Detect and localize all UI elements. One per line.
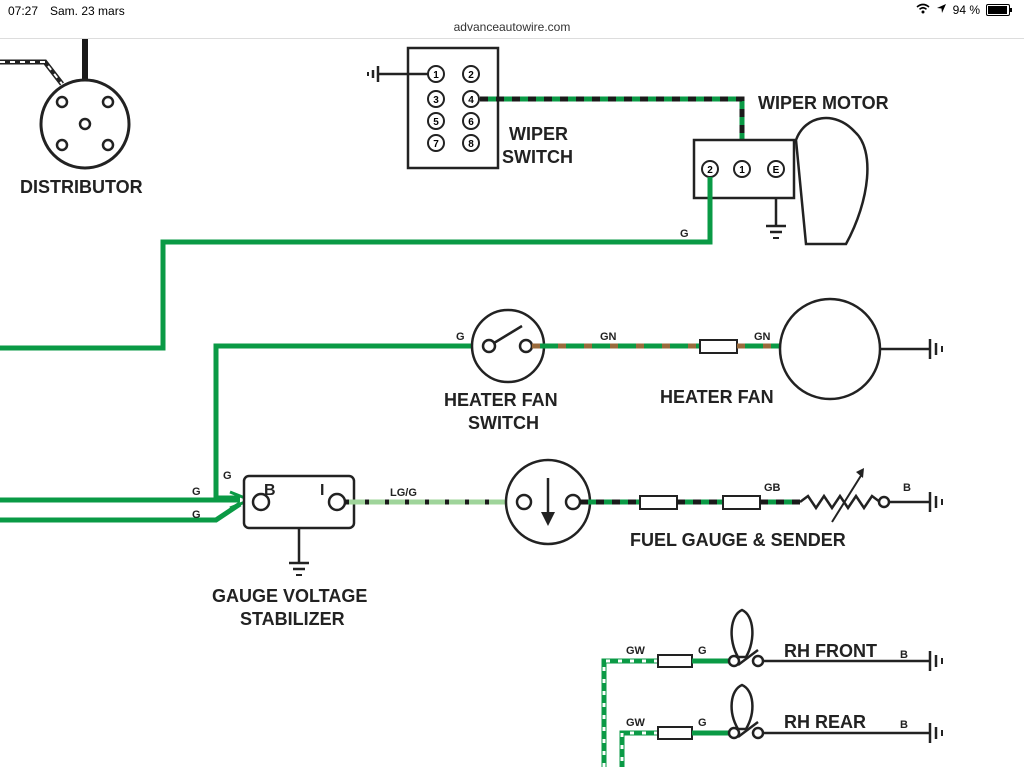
battery-icon [986,4,1012,16]
wire-label-rear-b: B [900,719,908,731]
rh-rear-label: RH REAR [784,712,866,732]
wire-label-lg-g: LG/G [390,487,417,499]
heater-fan-switch-label-2: SWITCH [468,413,539,433]
url-bar[interactable]: advanceautowire.com [0,18,1024,39]
status-time: 07:27 [8,4,39,18]
wire-label-gb: GB [764,482,781,494]
status-date: Sam. 23 mars [50,4,125,18]
wiper-motor-pin-e: E [773,165,780,176]
status-right: 94 % [916,3,1012,17]
wiper-switch: 1 2 3 4 5 6 7 8 WIPER SWITCH [367,46,573,170]
wire-label-front-b: B [900,649,908,661]
distributor-label: DISTRIBUTOR [20,177,143,197]
status-bar: 07:27 Sam. 23 mars 94 % [0,0,1024,22]
stabilizer-terminal-i: I [320,482,324,499]
wire-label-wiper-g: G [680,228,689,240]
location-icon [936,3,947,17]
stabilizer-terminal-b: B [264,482,276,499]
wiper-switch-pin-8: 8 [468,139,474,150]
wiper-switch-pin-6: 6 [468,117,474,128]
wiper-motor-pin-1: 1 [739,165,745,176]
wire-label-front-g: G [698,645,707,657]
heater-fan-switch: G HEATER FAN SWITCH [213,308,558,498]
wifi-icon [916,3,930,17]
wire-label-rear-gw: GW [626,717,646,729]
wiper-switch-pin-5: 5 [433,117,439,128]
wiper-switch-label-2: SWITCH [502,147,573,167]
wire-wiper-motor-g: G [0,177,713,351]
fuel-gauge-sender: GB B FUEL GAUGE & SENDER [504,458,943,550]
wiper-switch-pin-2: 2 [468,70,474,81]
wire-label-stab-g-1: G [192,486,201,498]
wiper-switch-label-1: WIPER [509,124,568,144]
distributor: DISTRIBUTOR [0,39,143,197]
heater-fan: HEATER FAN [660,297,943,407]
wire-heater-gn: GN GN [532,331,782,354]
wiper-switch-pin-1: 1 [433,70,439,81]
url-text: advanceautowire.com [453,20,571,34]
wire-label-stab-g-2: G [192,509,201,521]
wiper-switch-pins: 1 2 3 4 5 6 7 8 [427,65,480,152]
wire-label-heater-gn-1: GN [600,331,617,343]
wire-label-heater-switch-g: G [456,331,465,343]
rh-rear: GW G RH REAR B [619,683,943,767]
wiring-diagram: DISTRIBUTOR 1 2 3 4 5 6 7 8 WIPER SWITCH [0,39,943,767]
gauge-voltage-stabilizer: G G G B I GAUGE VOLTAGE STABILIZER [0,470,367,629]
fuel-gauge-label: FUEL GAUGE & SENDER [630,530,846,550]
wire-label-fuel-b: B [903,482,911,494]
heater-fan-switch-label-1: HEATER FAN [444,390,558,410]
battery-percent: 94 % [952,3,980,17]
wire-label-rear-g: G [698,717,707,729]
wire-lg-g: LG/G [345,487,512,505]
wiper-switch-pin-3: 3 [433,95,439,106]
heater-fan-label: HEATER FAN [660,387,774,407]
wire-label-front-gw: GW [626,645,646,657]
wiper-motor: 2 1 E WIPER MOTOR [692,93,889,246]
stabilizer-label-1: GAUGE VOLTAGE [212,586,367,606]
stabilizer-label-2: STABILIZER [240,609,345,629]
wire-label-heater-gn-2: GN [754,331,771,343]
wiper-motor-label: WIPER MOTOR [758,93,889,113]
rh-front-label: RH FRONT [784,641,877,661]
wiper-motor-pin-2: 2 [707,165,713,176]
wiper-switch-pin-4: 4 [468,95,474,106]
wiper-switch-pin-7: 7 [433,139,439,150]
rh-front: GW G RH FRONT B [601,608,943,767]
wire-label-stab-g-top: G [223,470,232,482]
